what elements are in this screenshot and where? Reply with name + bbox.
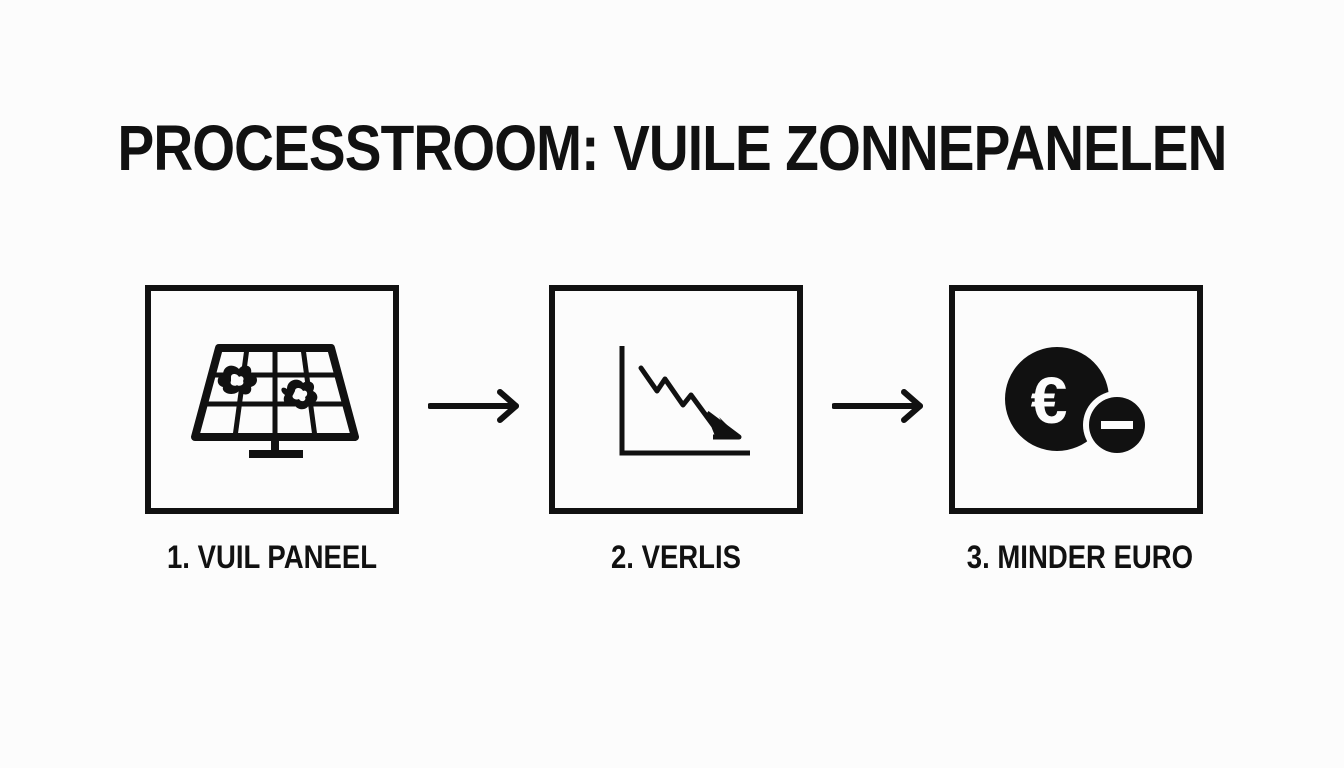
euro-symbol: € bbox=[1031, 363, 1068, 437]
declining-chart-icon bbox=[619, 346, 750, 456]
step-label-2: 2. VERLIS bbox=[611, 539, 741, 575]
step-label-1: 1. VUIL PANEEL bbox=[166, 539, 378, 575]
euro-minus-icon: € bbox=[1005, 347, 1151, 459]
step-box-less-euro: € bbox=[949, 285, 1203, 514]
arrow-right-icon bbox=[832, 389, 923, 423]
step-box-dirty-panel bbox=[145, 285, 399, 514]
diagram-title: PROCESSTROOM: VUILE ZONNEPANELEN bbox=[117, 112, 1227, 184]
arrow-right-icon bbox=[428, 389, 519, 423]
step-box-loss bbox=[549, 285, 803, 514]
dirty-solar-panel-icon bbox=[191, 344, 359, 458]
step-label-3: 3. MINDER EURO bbox=[966, 539, 1194, 575]
